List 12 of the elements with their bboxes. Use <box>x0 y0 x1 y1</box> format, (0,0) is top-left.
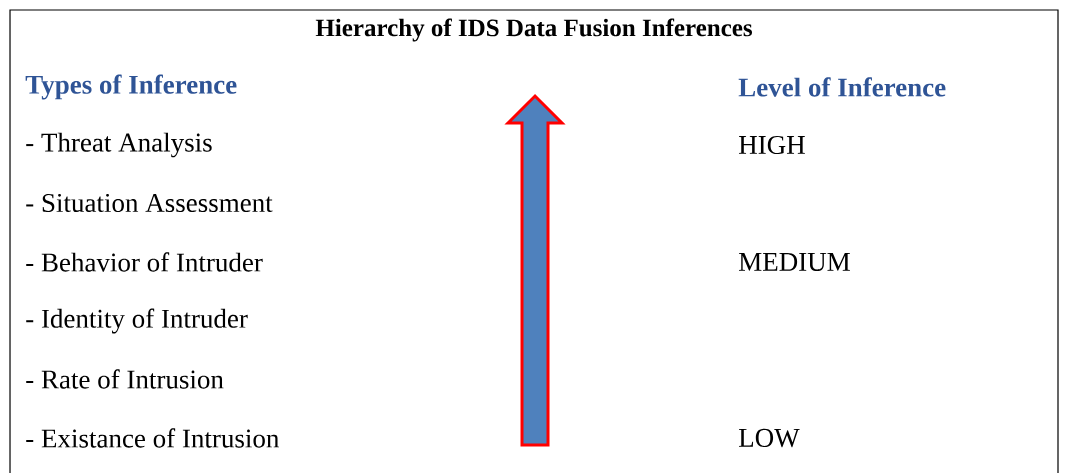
column-heading: Level of Inference <box>738 77 946 97</box>
list-item: - Identity of Intruder <box>26 308 248 334</box>
list-item: - Existance of Intrusion <box>26 428 279 448</box>
list-item: - Rate of Intrusion <box>26 369 224 389</box>
list-item: MEDIUM <box>739 253 850 271</box>
list-item: LOW <box>739 428 800 448</box>
title: Hierarchy of IDS Data Fusion Inferences <box>315 18 752 42</box>
column-heading: Types of Inference <box>25 74 237 100</box>
list-item: - Situation Assessment <box>26 193 273 213</box>
list-item: - Behavior of Intruder <box>26 252 263 272</box>
list-item: - Threat Analysis <box>26 132 212 158</box>
list-item: HIGH <box>739 135 805 155</box>
